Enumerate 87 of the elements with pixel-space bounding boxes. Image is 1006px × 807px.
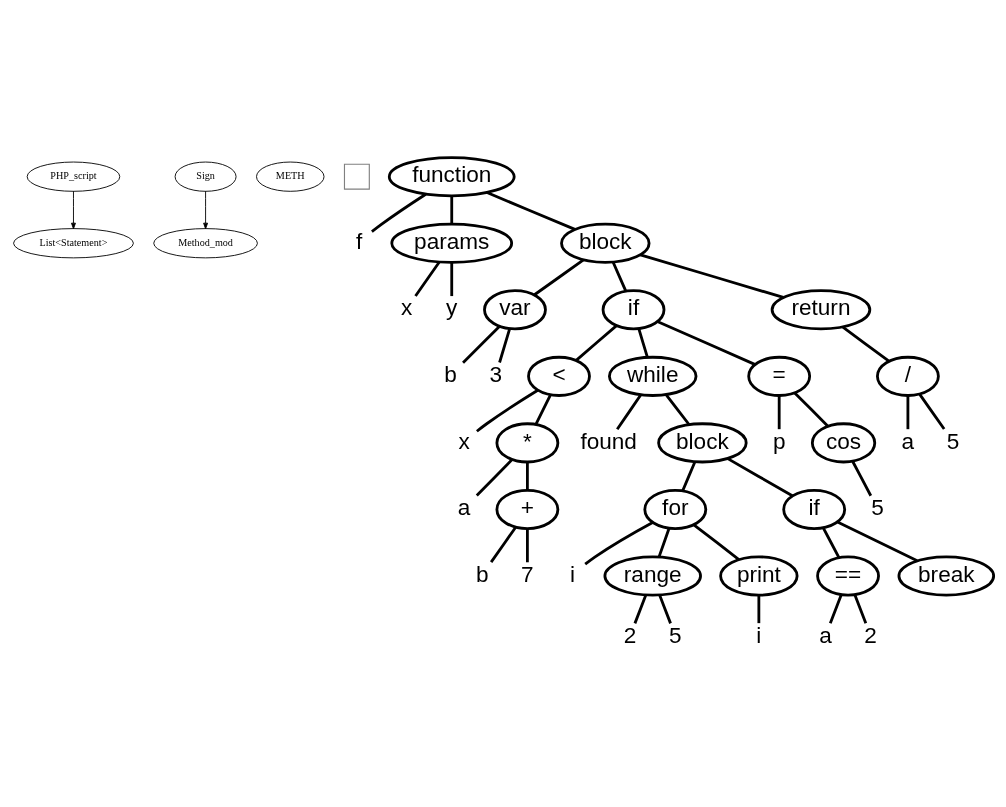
node-text: y [445,294,457,320]
connector [692,523,740,561]
node-text: x [458,428,470,454]
node-text: found [579,428,637,454]
node-ellipse: * [495,421,559,463]
node-text: a [457,494,470,520]
connector [756,594,760,623]
arrow [70,190,76,229]
connector [574,324,617,361]
node-ellipse: print [718,554,798,597]
node-text: f [355,228,362,254]
connector [615,393,642,430]
connector [534,393,552,425]
connector [611,261,627,291]
node-text: 2 [863,622,877,648]
connector [639,253,784,299]
connector [681,460,696,491]
connector [637,327,649,357]
node-ellipse: params [389,222,513,264]
connector [449,262,453,296]
node-ellipse: while [607,355,697,397]
connector [413,260,440,297]
node-ellipse: < [526,355,591,397]
connector [726,456,793,497]
node-ellipse: function [387,155,516,197]
connector [918,393,945,430]
connector [657,594,672,624]
node-ellipse: block [559,222,650,264]
node-ellipse: / [875,355,940,397]
node-ellipse: for [642,488,707,530]
connector [657,527,670,557]
connector [475,388,538,432]
node-ellipse: return [770,288,871,330]
connector [850,460,872,496]
connector [485,190,575,231]
node-ellipse: PHP_script [26,161,120,192]
connector [828,593,843,624]
node-ellipse: Sign [174,161,236,192]
node-ellipse: cos [810,421,876,463]
node-text: a [901,428,914,454]
connector [777,395,781,429]
connector [525,528,529,562]
connector [449,195,453,224]
connector [583,520,653,565]
node-ellipse: if [781,488,846,530]
node-text: b [443,361,457,387]
connector [370,192,426,233]
arrow [202,190,208,229]
node-text: 3 [488,361,502,387]
node-ellipse: Method_mod [152,227,258,258]
node-ellipse: = [746,355,811,397]
node-ellipse: + [495,488,559,530]
connector [475,458,513,496]
node-text: 2 [623,622,636,648]
connector [497,327,511,363]
connector [525,461,529,490]
node-text: b [475,561,488,587]
node-ellipse: List<Statement> [12,227,134,258]
node-text: 5 [946,428,959,454]
connector [793,391,829,427]
connector [836,520,918,562]
connector [853,593,867,624]
node-ellipse: var [482,288,547,330]
node-text: i [569,561,575,587]
connector [906,395,909,429]
connector [656,319,755,366]
connector [633,594,647,624]
connector [489,526,517,563]
node-ellipse: if [601,288,665,330]
node-ellipse: break [897,554,995,597]
connector [821,526,840,558]
connector [461,325,500,364]
node-ellipse: METH [255,161,324,192]
connector [664,393,690,425]
node-box [343,163,370,190]
node-ellipse: range [603,554,702,597]
node-text: x [400,294,412,320]
node-text: a [818,622,832,648]
node-ellipse: block [656,421,748,463]
node-ellipse: == [815,554,880,597]
connector [841,325,890,362]
connector [533,258,584,296]
node-text: 5 [870,494,884,520]
node-text: 5 [668,622,682,648]
node-text: i [755,622,761,648]
node-text: p [772,428,785,454]
node-text: 7 [520,561,534,587]
